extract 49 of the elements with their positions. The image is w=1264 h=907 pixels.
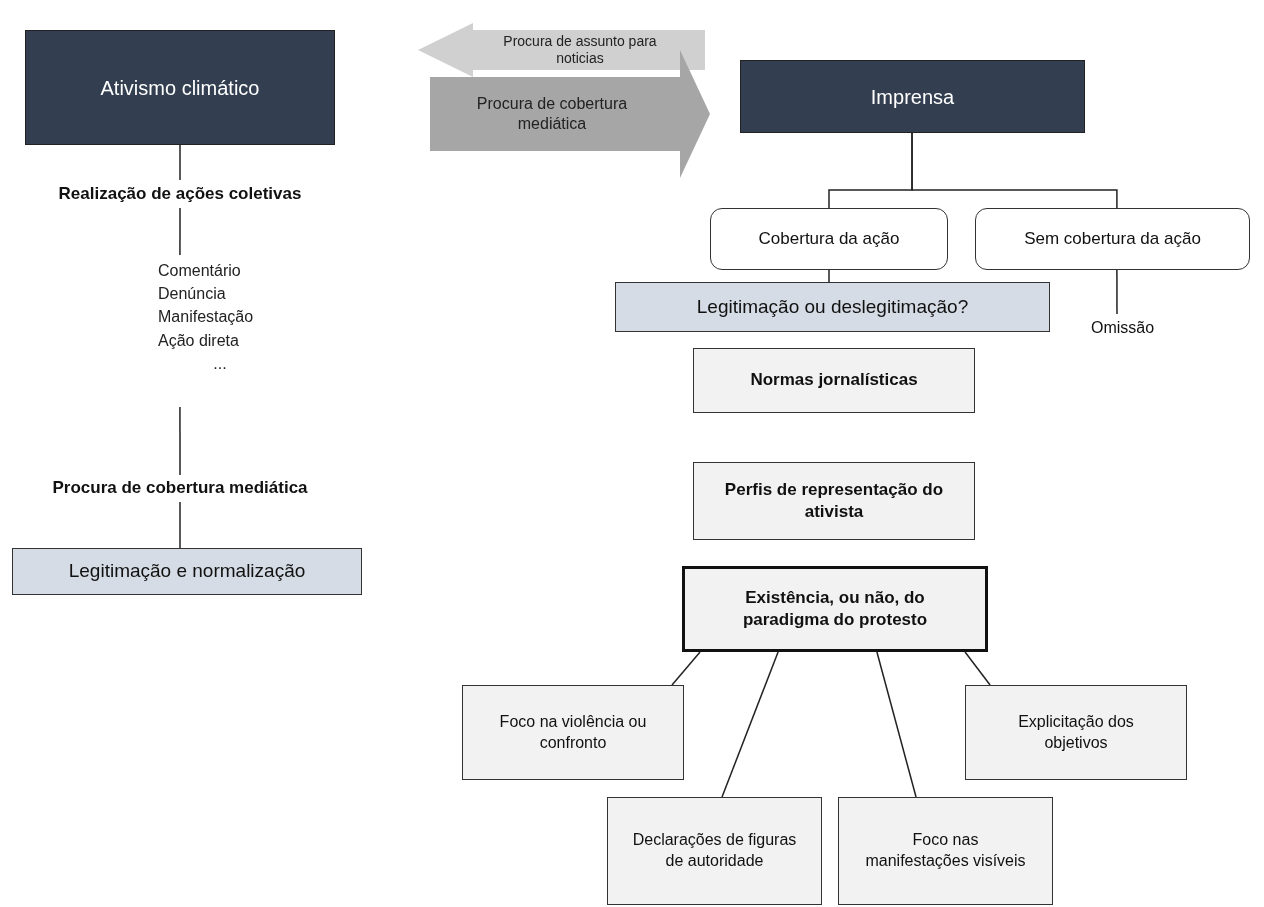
rounded-box [975,208,1250,270]
process-box [607,797,822,905]
box-label: Sem cobertura da ação [1024,227,1201,250]
list-item: Comentário [158,261,241,281]
text-label: Procura de cobertura mediática [15,475,345,502]
list-item: ... [213,353,227,374]
box-label: Imprensa [870,84,955,110]
process-box [965,685,1187,780]
connector-line [179,207,181,256]
box-label: Declarações de figuras de autoridade [632,830,797,871]
edge-label: Procura de assunto para noticias [502,31,658,68]
list-item: Denúncia [158,284,226,305]
process-box [693,462,975,540]
process-box [838,797,1053,905]
process-box [615,282,1050,332]
connector-line [876,651,917,798]
box-label: Foco na violência ou confronto [498,711,648,753]
box-label: Normas jornalísticas [750,369,918,392]
connector-line [179,406,181,476]
connector-line [964,651,991,686]
process-box [693,348,975,413]
process-box [462,685,684,780]
text-label: Realização de ações coletivas [15,180,345,208]
header-box [25,30,335,145]
rounded-box [710,208,948,270]
connector-line [179,501,181,549]
box-label: Legitimação e normalização [68,559,306,584]
connector-line [1116,269,1118,315]
text-label: Omissão [1075,314,1170,342]
block-arrow [418,23,705,77]
header-box [740,60,1085,133]
connector-line [911,132,1118,209]
connector-line [828,269,830,283]
connector-line [179,144,181,181]
box-label: Legitimação ou deslegitimação? [696,294,969,319]
process-box [682,566,988,652]
box-label: Perfis de representação do ativista [723,478,945,523]
block-arrow [430,50,710,178]
connector-line [721,651,779,798]
box-label: Ativismo climático [100,75,260,101]
process-box [12,548,362,595]
edge-label: Procura de cobertura mediática [475,94,629,134]
list-item: Ação direta [158,330,239,351]
box-label: Existência, ou não, do paradigma do protesto [741,586,929,631]
connector-line [671,651,701,686]
box-label: Cobertura da ação [758,227,900,250]
box-label: Foco nas manifestações visíveis [864,830,1027,871]
box-label: Explicitação dos objetivos [1017,711,1135,753]
list-item: Manifestação [158,307,254,328]
